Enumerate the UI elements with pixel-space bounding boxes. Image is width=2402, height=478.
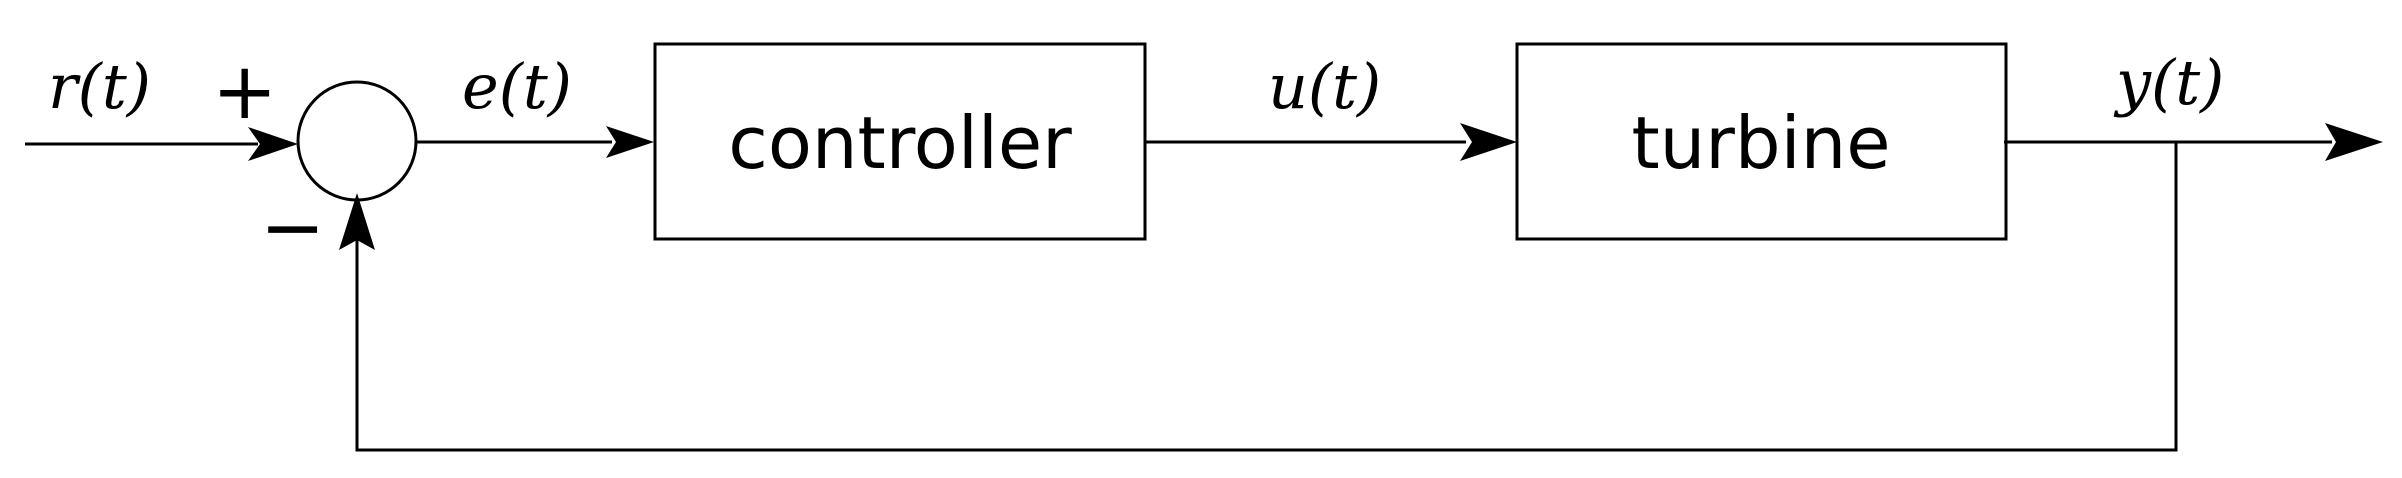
error-signal-label: e(t) <box>462 50 572 123</box>
output-signal-label: y(t) <box>2113 46 2224 119</box>
output-arrowhead <box>2325 123 2383 161</box>
controller-block <box>653 42 1147 241</box>
reference-signal-label: r(t) <box>48 50 151 123</box>
reference-arrowhead <box>248 127 298 161</box>
turbine-block <box>1515 42 2008 241</box>
minus-sign: − <box>260 183 325 273</box>
feedback-arrowhead <box>339 193 375 250</box>
plus-sign: + <box>212 47 277 137</box>
control-arrowhead <box>1460 123 1517 161</box>
control-signal-label: u(t) <box>1268 50 1381 123</box>
controller-label: controller <box>728 101 1072 185</box>
error-arrowhead <box>606 126 654 158</box>
feedback-path <box>355 142 2178 452</box>
turbine-label: turbine <box>1631 101 1890 185</box>
